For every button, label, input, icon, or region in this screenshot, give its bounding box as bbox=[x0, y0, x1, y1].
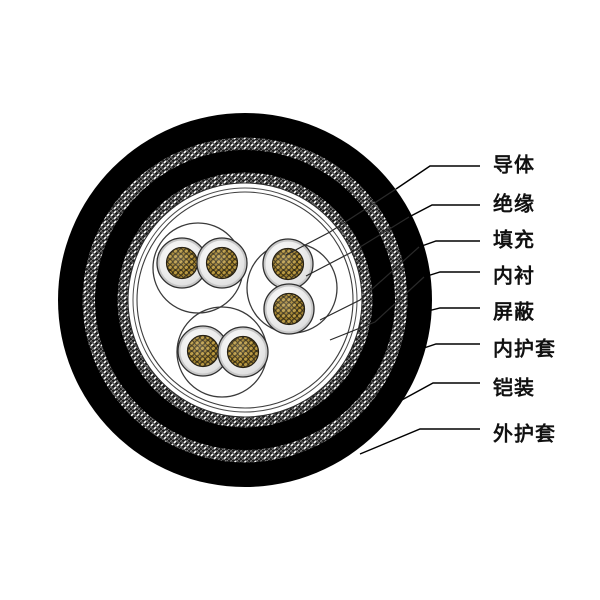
label-outer-sheath: 外护套 bbox=[493, 422, 556, 446]
leader-insulation bbox=[408, 204, 480, 218]
label-armor: 铠装 bbox=[493, 376, 535, 400]
pointer-liner bbox=[329, 276, 425, 341]
conductor-3 bbox=[262, 238, 314, 290]
conductor-5 bbox=[177, 325, 229, 377]
label-inner-sheath: 内护套 bbox=[493, 337, 556, 361]
leader-armor bbox=[399, 382, 480, 402]
leader-filler bbox=[418, 240, 480, 248]
leader-liner bbox=[423, 271, 480, 278]
leader-conductor bbox=[395, 165, 480, 190]
label-shield: 屏蔽 bbox=[493, 300, 535, 324]
pointer-insulation bbox=[305, 216, 410, 277]
conductor-6 bbox=[217, 326, 269, 378]
conductor-2 bbox=[196, 237, 248, 289]
inner-pointers bbox=[285, 188, 425, 341]
label-filler: 填充 bbox=[493, 228, 535, 252]
conductor-4 bbox=[263, 283, 315, 335]
conductor-group bbox=[156, 237, 315, 378]
leader-outer-sheath bbox=[359, 428, 480, 455]
leader-inner-sheath bbox=[417, 343, 480, 351]
leader-shield bbox=[423, 307, 480, 313]
label-liner: 内衬 bbox=[493, 264, 535, 288]
label-conductor: 导体 bbox=[493, 153, 535, 177]
pointer-conductor bbox=[285, 188, 397, 256]
pointer-filler bbox=[319, 246, 420, 321]
label-insulation: 绝缘 bbox=[493, 192, 535, 216]
label-group: 导体 绝缘 填充 内衬 屏蔽 内护套 铠装 外护套 bbox=[493, 153, 556, 446]
leader-lines bbox=[359, 165, 480, 455]
